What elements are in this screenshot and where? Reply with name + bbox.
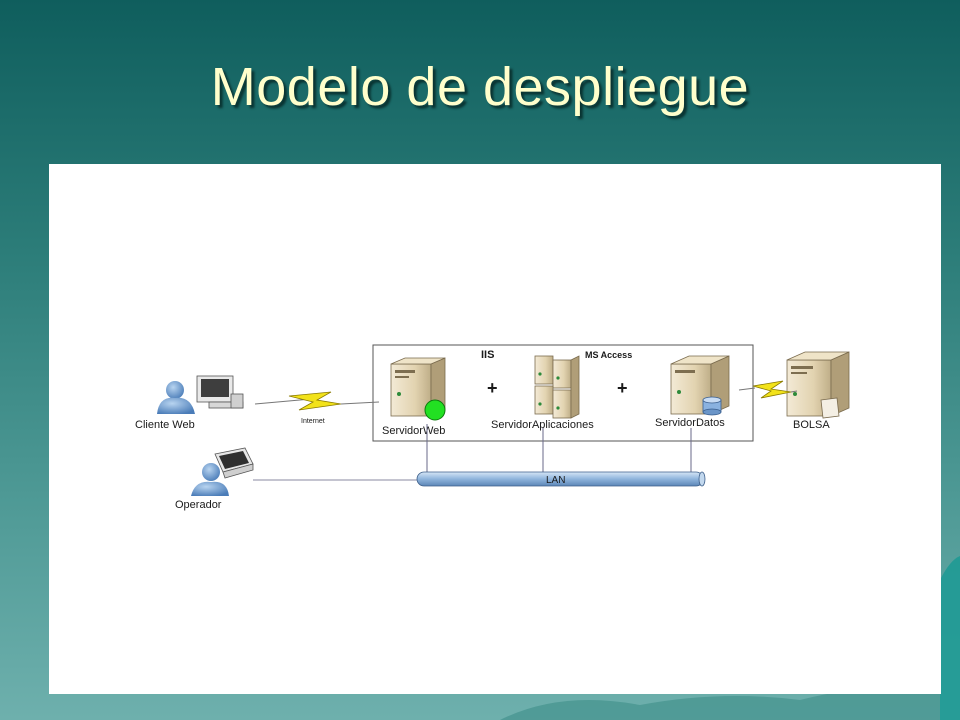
- diagram-panel: IIS MS Access + + ServidorWeb Servid: [49, 164, 941, 694]
- plus-sign-1: +: [487, 378, 498, 398]
- bolsa-label: BOLSA: [793, 419, 830, 431]
- operator-computer-icon: [214, 447, 254, 479]
- client-user-icon: [157, 381, 195, 414]
- operator-label: Operador: [175, 499, 222, 511]
- operator-user-icon: [191, 463, 229, 496]
- plus-sign-2: +: [617, 378, 628, 398]
- internet-link-icon: [254, 391, 380, 411]
- client-label: Cliente Web: [135, 419, 195, 431]
- lan-label: LAN: [546, 475, 565, 486]
- data-server-icon: [670, 355, 730, 415]
- bolsa-link-icon: [738, 380, 798, 399]
- iis-label: IIS: [481, 349, 494, 361]
- app-server-label: ServidorAplicaciones: [491, 419, 594, 431]
- ms-access-label: MS Access: [585, 350, 632, 360]
- app-server-icon: [534, 355, 580, 419]
- internet-label: Internet: [301, 418, 325, 425]
- slide-title: Modelo de despliegue: [210, 57, 750, 117]
- web-server-icon: [390, 357, 446, 421]
- bolsa-server-icon: [786, 351, 850, 419]
- data-server-label: ServidorDatos: [655, 417, 725, 429]
- client-computer-icon: [196, 375, 244, 409]
- lan-bus: [416, 471, 706, 487]
- deployment-diagram: IIS MS Access + + ServidorWeb Servid: [135, 344, 850, 511]
- web-server-label: ServidorWeb: [382, 425, 445, 437]
- database-icon: [702, 396, 722, 416]
- server-group-box: [372, 344, 754, 442]
